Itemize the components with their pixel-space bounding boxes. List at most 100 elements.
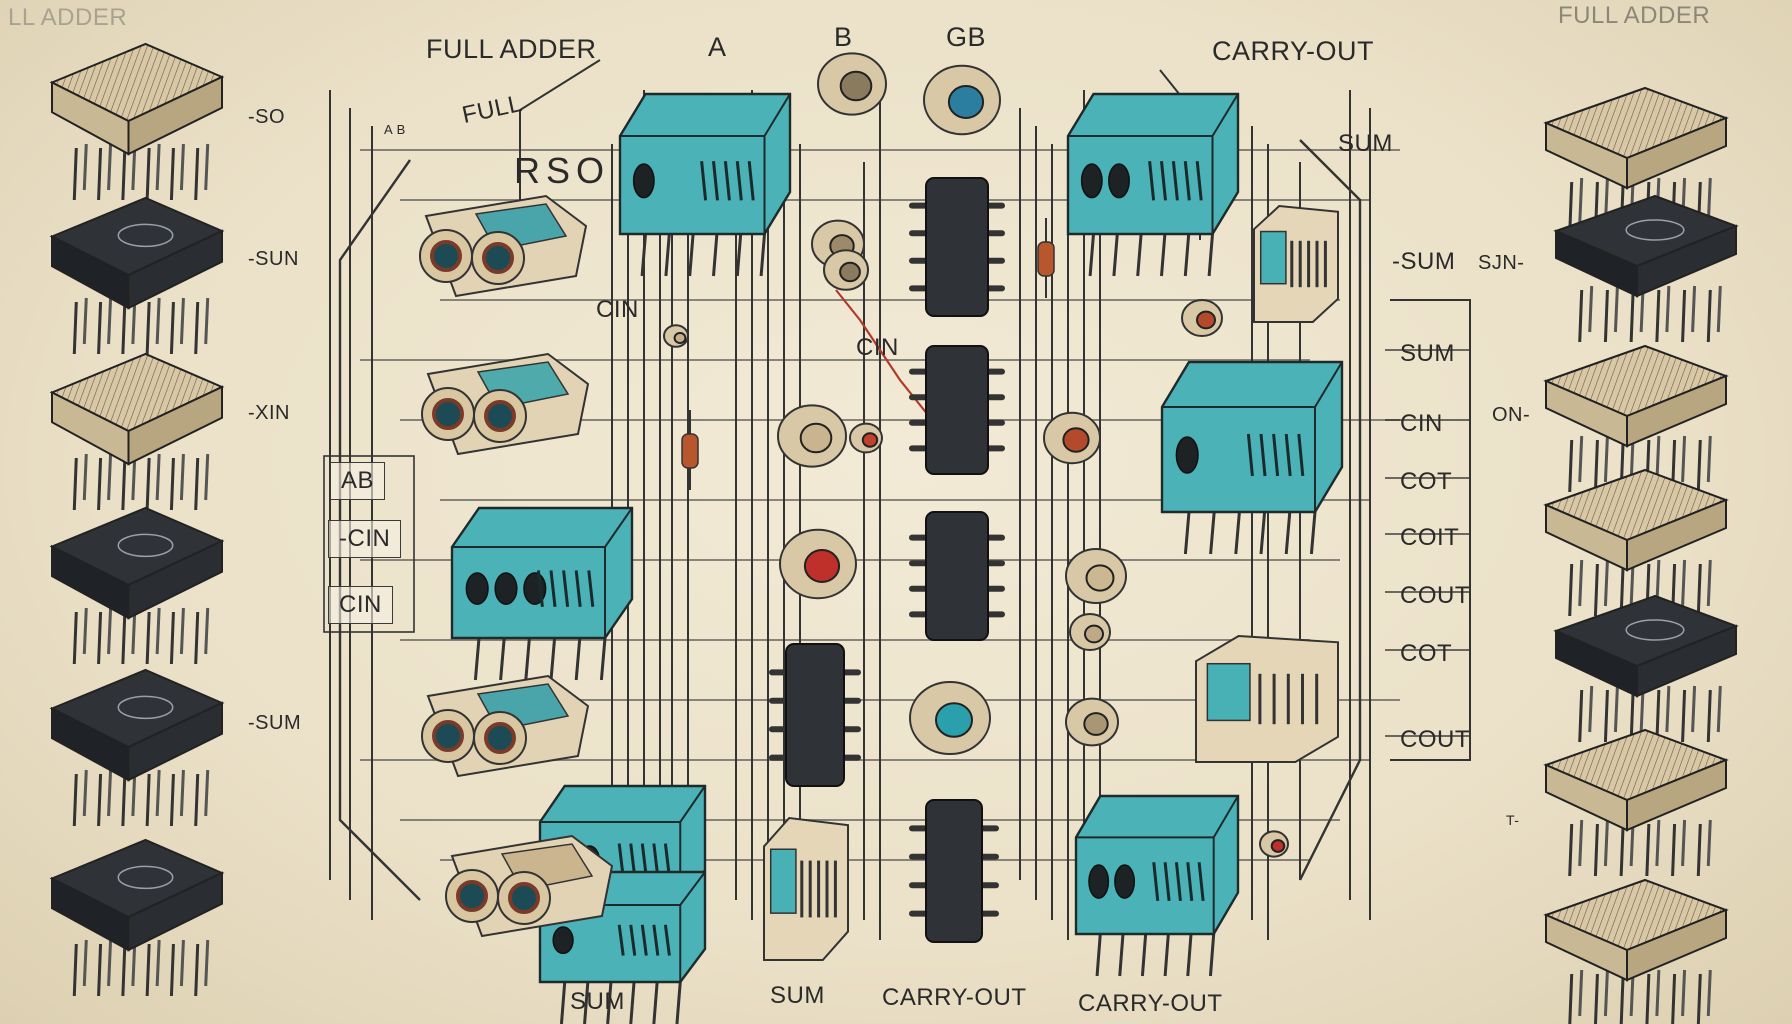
- block-pin: [1136, 233, 1143, 277]
- chip-pin: [97, 147, 103, 201]
- chip-pin: [1681, 289, 1687, 343]
- block-pin: [629, 981, 636, 1024]
- chip-pin: [1706, 689, 1712, 743]
- block-mark: [617, 924, 625, 956]
- barrel-lens-core: [432, 720, 464, 752]
- knob-core: [1084, 624, 1104, 644]
- chip-pin: [1691, 285, 1697, 333]
- chip-logo: [117, 533, 174, 558]
- block-pin: [1112, 233, 1119, 277]
- chip-pin: [204, 607, 210, 655]
- block-pin: [559, 981, 567, 1024]
- chip-pin: [121, 773, 127, 827]
- knob-core: [1270, 839, 1286, 853]
- chip-side: [127, 871, 223, 952]
- label-cin-left: CIN: [596, 296, 639, 323]
- chip-pin: [204, 769, 210, 817]
- block-mark: [1272, 433, 1280, 477]
- box-sum: SUM: [1400, 340, 1455, 367]
- chip-pin: [1671, 823, 1677, 877]
- chip-pin: [1629, 689, 1635, 743]
- pin-label-sjn: SJN-: [1478, 252, 1525, 274]
- chip-pin: [204, 297, 210, 345]
- ic-body: [925, 511, 989, 641]
- chip-pin: [1603, 559, 1609, 607]
- block-pin: [664, 233, 671, 277]
- block-pin: [735, 233, 743, 277]
- block-edge: [620, 93, 791, 234]
- chip-pin: [145, 943, 151, 997]
- component-a: [817, 52, 887, 116]
- right-ic-chip: [1543, 728, 1729, 877]
- knob-core: [947, 85, 985, 119]
- chip-logo: [117, 223, 174, 248]
- chip-pin: [155, 939, 161, 987]
- block-pin: [499, 637, 506, 681]
- knob-core: [1085, 564, 1115, 592]
- chip-pin: [1696, 439, 1702, 493]
- chip-pin: [179, 297, 185, 345]
- block-mark: [1284, 433, 1292, 477]
- chip-pin: [82, 939, 88, 987]
- chip-pin: [1645, 823, 1651, 877]
- chip-logo: [117, 695, 174, 720]
- left-ic-chip: [49, 506, 225, 665]
- chip-pin: [1706, 969, 1712, 1017]
- block-pin: [1234, 511, 1241, 555]
- chip-pin: [1603, 289, 1609, 343]
- block-pin: [583, 981, 590, 1024]
- chip-pin: [1681, 969, 1687, 1017]
- box-cin-dash: -CIN: [328, 520, 402, 558]
- knob-core: [803, 549, 841, 583]
- barrel-lens-core: [430, 240, 462, 272]
- label-carry-out-top: CARRY-OUT: [1212, 36, 1375, 66]
- chip-pin: [1603, 689, 1609, 743]
- chip-side: [127, 75, 223, 156]
- chip-pin: [194, 943, 200, 997]
- component-right-2: [1069, 613, 1111, 651]
- block-pin: [599, 637, 607, 681]
- label-a: A: [708, 32, 727, 62]
- relay-panel: [1206, 662, 1251, 722]
- block-pin: [1209, 511, 1216, 555]
- chip-side: [1626, 908, 1727, 982]
- right-ic-chip: [1543, 344, 1729, 493]
- pin-label-sum: -SUM: [248, 712, 302, 734]
- chip-pin: [179, 143, 185, 191]
- left-ic-chip: [49, 838, 225, 997]
- block-pin: [1207, 233, 1214, 277]
- right-bracket: [1390, 299, 1471, 761]
- chip-pin: [155, 453, 161, 501]
- chip-pin: [204, 143, 210, 191]
- chip-pin: [1619, 973, 1625, 1024]
- block-mark: [1297, 433, 1305, 477]
- component-right-1: [1065, 548, 1127, 604]
- chip-pin: [121, 457, 127, 511]
- block-mark: [747, 161, 755, 201]
- chip-pin: [107, 453, 113, 501]
- chip-pin: [1655, 289, 1661, 343]
- ic-body: [925, 177, 989, 317]
- connector-4: [445, 834, 614, 938]
- chip-side: [1626, 116, 1727, 190]
- knob-core: [1196, 310, 1216, 330]
- component-red-corner: [1259, 830, 1289, 858]
- block-pin: [1183, 511, 1191, 555]
- chip-side: [127, 229, 223, 310]
- chip-pin: [107, 769, 113, 817]
- relay-bottom-center: [763, 816, 849, 961]
- block-edge: [452, 507, 633, 638]
- block-hole: [1080, 163, 1103, 199]
- box-cin-right: CIN: [1400, 410, 1443, 437]
- block-pin: [473, 637, 481, 681]
- block-mark: [1152, 862, 1160, 902]
- chip-pin: [1681, 559, 1687, 607]
- chip-pin: [1593, 823, 1599, 877]
- block-hole: [1088, 864, 1110, 899]
- chip-pin: [1593, 439, 1599, 493]
- label-b: B: [834, 22, 853, 52]
- chip-pin: [72, 611, 78, 665]
- chip-pin: [1706, 289, 1712, 343]
- chip-pin: [1696, 563, 1702, 617]
